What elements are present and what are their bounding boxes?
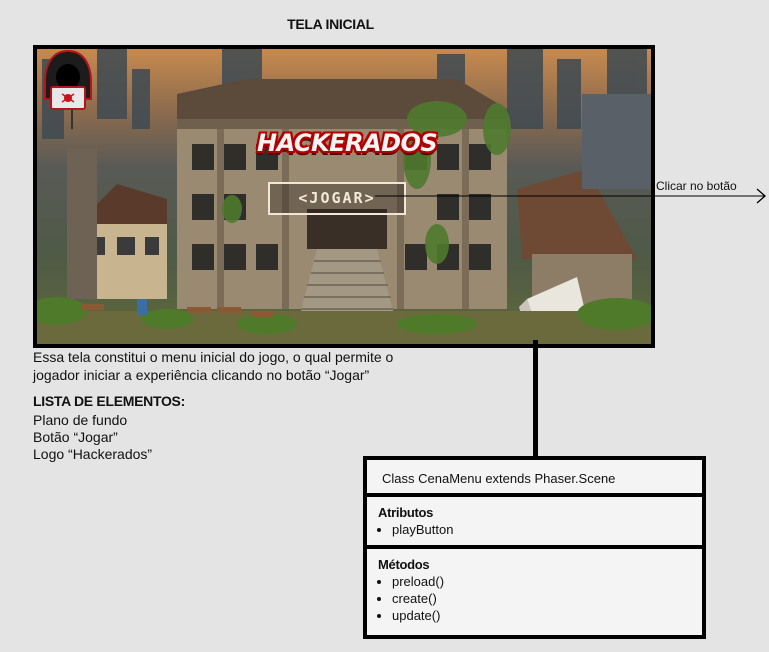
screen-mockup: HACKERADOS <JOGAR> [33, 45, 655, 348]
methods-section: Métodos preload() create() update() [367, 549, 702, 624]
attributes-title: Atributos [378, 505, 434, 520]
play-button[interactable]: <JOGAR> [268, 182, 406, 215]
class-header: Class CenaMenu extends Phaser.Scene [367, 460, 702, 497]
attribute-item: playButton [392, 521, 692, 538]
methods-title: Métodos [378, 557, 430, 572]
method-item: preload() [392, 573, 692, 590]
screen-description: Essa tela constitui o menu inicial do jo… [33, 349, 394, 383]
list-item: Plano de fundo [33, 412, 128, 428]
list-item: Logo “Hackerados” [33, 446, 153, 462]
attributes-section: Atributos playButton [367, 497, 702, 549]
screen-title: TELA INICIAL [287, 16, 374, 32]
arrow-label: Clicar no botão [656, 179, 737, 193]
elements-list-title: LISTA DE ELEMENTOS: [33, 393, 185, 409]
elements-list: Plano de fundo Botão “Jogar” Logo “Hacke… [33, 412, 152, 463]
method-item: create() [392, 590, 692, 607]
method-item: update() [392, 607, 692, 624]
game-logo: HACKERADOS [257, 129, 438, 157]
list-item: Botão “Jogar” [33, 429, 118, 445]
hacker-hoodie-icon [44, 49, 92, 110]
connector-line [533, 340, 538, 458]
class-diagram-box: Class CenaMenu extends Phaser.Scene Atri… [363, 456, 706, 639]
